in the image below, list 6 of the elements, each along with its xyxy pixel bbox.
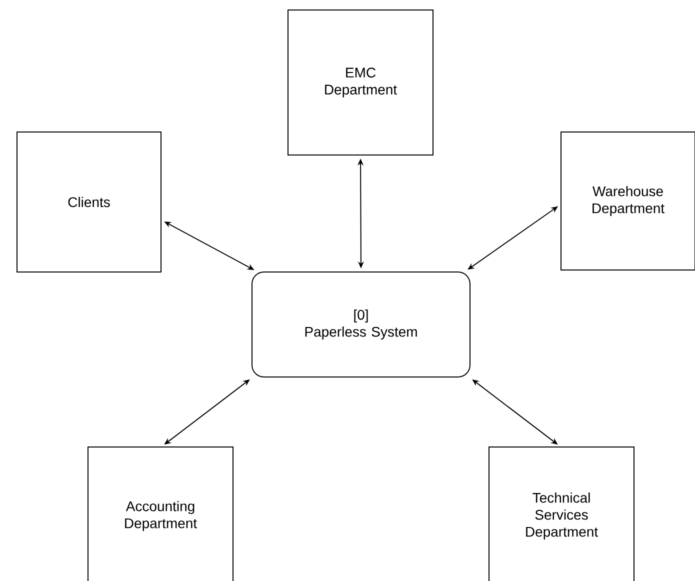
entity-box: Clients <box>16 132 162 272</box>
process-box: [0] Paperless System <box>252 272 470 378</box>
entity-box: Accounting Department <box>88 446 234 581</box>
entity-box: Warehouse Department <box>560 132 695 270</box>
entity-box: Technical Services Department <box>488 446 634 581</box>
entity-box: EMC Department <box>288 10 434 156</box>
